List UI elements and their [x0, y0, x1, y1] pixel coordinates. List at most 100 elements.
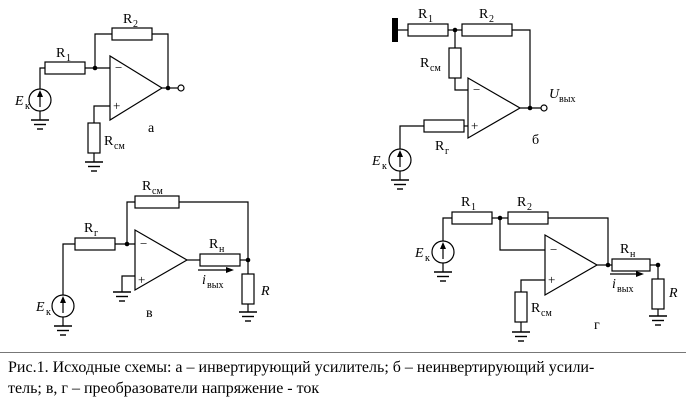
arrow-up-icon [397, 150, 403, 157]
label-r1-sub: 1 [66, 53, 71, 64]
resistor-rg [74, 237, 116, 251]
label-rg: R [84, 221, 94, 236]
ground-icon [239, 311, 257, 322]
label-rload: R [260, 284, 270, 299]
label-rg-sub: г [445, 146, 449, 157]
label-ek-sub: к [425, 253, 430, 264]
label-rsm: R [531, 301, 541, 316]
resistor-r2 [461, 23, 513, 37]
label-ek: E [14, 94, 24, 109]
label-r2-sub: 2 [133, 19, 138, 30]
resistor-rn [199, 253, 241, 267]
resistor-rg [423, 119, 465, 133]
node-dot [452, 27, 458, 33]
opamp-minus-sign: − [115, 60, 122, 75]
label-rsm-sub: см [114, 141, 125, 152]
current-arrow-icon [610, 271, 644, 277]
label-rn-sub: н [219, 244, 225, 255]
schematic-figure: R 1 R 2 R см E к − + а [14, 7, 678, 342]
ground-icon [434, 271, 452, 282]
node-dot [605, 262, 611, 268]
circuit-a: R 1 R 2 R см E к − + а [14, 12, 185, 172]
label-ek: E [371, 154, 381, 169]
ground-icon [649, 315, 667, 326]
ground-icon [54, 325, 72, 336]
opamp-plus-sign: + [471, 118, 478, 133]
label-rg: R [435, 139, 445, 154]
resistor-r1 [407, 23, 449, 37]
ground-icon [391, 179, 409, 190]
output-terminal [540, 104, 548, 112]
wires-g [442, 217, 659, 332]
opamp [109, 54, 164, 122]
resistor-rsm [514, 291, 528, 323]
resistor-rsm [448, 47, 462, 79]
opamp-plus-sign: + [548, 272, 555, 287]
label-ek-sub: к [382, 161, 387, 172]
label-iout: i [202, 273, 206, 288]
resistor-rsm [134, 195, 180, 209]
source-ek [51, 294, 75, 318]
node-dot [497, 215, 503, 221]
arrow-up-icon [37, 90, 43, 97]
label-r1-sub: 1 [428, 14, 433, 25]
resistor-rload [651, 278, 665, 310]
circuit-tag-g: г [594, 318, 600, 333]
circuit-v: R см R г R н R E к i вых − + в [35, 179, 270, 336]
opamp-minus-sign: − [473, 82, 480, 97]
node-dot [165, 85, 171, 91]
resistor-rload [241, 273, 255, 305]
source-ek [431, 240, 455, 264]
ground-icon [512, 331, 530, 342]
label-rsm: R [142, 179, 152, 194]
label-rg-sub: г [94, 228, 98, 239]
opamp-plus-sign: + [138, 272, 145, 287]
label-r2-sub: 2 [489, 14, 494, 25]
resistor-r1 [451, 211, 493, 225]
node-dot [245, 257, 251, 263]
source-ek [388, 148, 412, 172]
label-rload: R [668, 286, 678, 301]
label-rn: R [209, 237, 219, 252]
wires-b [398, 29, 541, 180]
current-arrow-icon [198, 267, 234, 273]
label-r2: R [123, 12, 133, 27]
opamp [134, 228, 189, 292]
output-terminal [177, 84, 185, 92]
source-ek [28, 88, 52, 112]
label-r1: R [56, 46, 66, 61]
ground-bar-icon [392, 18, 398, 42]
arrow-up-icon [440, 242, 446, 249]
label-ek: E [414, 246, 424, 261]
label-rn: R [620, 242, 630, 257]
opamp-plus-sign: + [113, 98, 120, 113]
node-dot [124, 241, 130, 247]
label-ek-sub: к [46, 307, 51, 318]
node-dot [527, 105, 533, 111]
figure-caption-line2: тель; в, г – преобразователи напряжение … [8, 379, 320, 397]
circuit-tag-a: а [148, 121, 155, 136]
label-rsm-sub: см [430, 63, 441, 74]
opamp [467, 76, 522, 140]
resistor-r1 [44, 61, 86, 75]
label-r2: R [479, 7, 489, 22]
ground-icon [31, 119, 49, 130]
label-r1: R [461, 195, 471, 210]
circuit-g: R 1 R 2 R н R R см E к i вых − + г [414, 195, 678, 342]
label-rsm: R [420, 56, 430, 71]
circuit-tag-b: б [532, 133, 539, 148]
label-rsm: R [104, 134, 114, 149]
opamp-minus-sign: − [550, 242, 557, 257]
figure-caption: Рис.1. Исходные схемы: а – инвертирующий… [0, 352, 686, 400]
label-ek-sub: к [25, 101, 30, 112]
node-dot [92, 65, 98, 71]
circuit-tag-v: в [146, 306, 153, 321]
resistor-rsm [87, 122, 101, 154]
label-iout-sub: вых [207, 280, 223, 291]
label-rn-sub: н [630, 249, 636, 260]
label-iout: i [612, 277, 616, 292]
opamp [544, 233, 599, 297]
label-ek: E [35, 300, 45, 315]
label-rsm-sub: см [541, 308, 552, 319]
resistor-r2 [507, 211, 549, 225]
